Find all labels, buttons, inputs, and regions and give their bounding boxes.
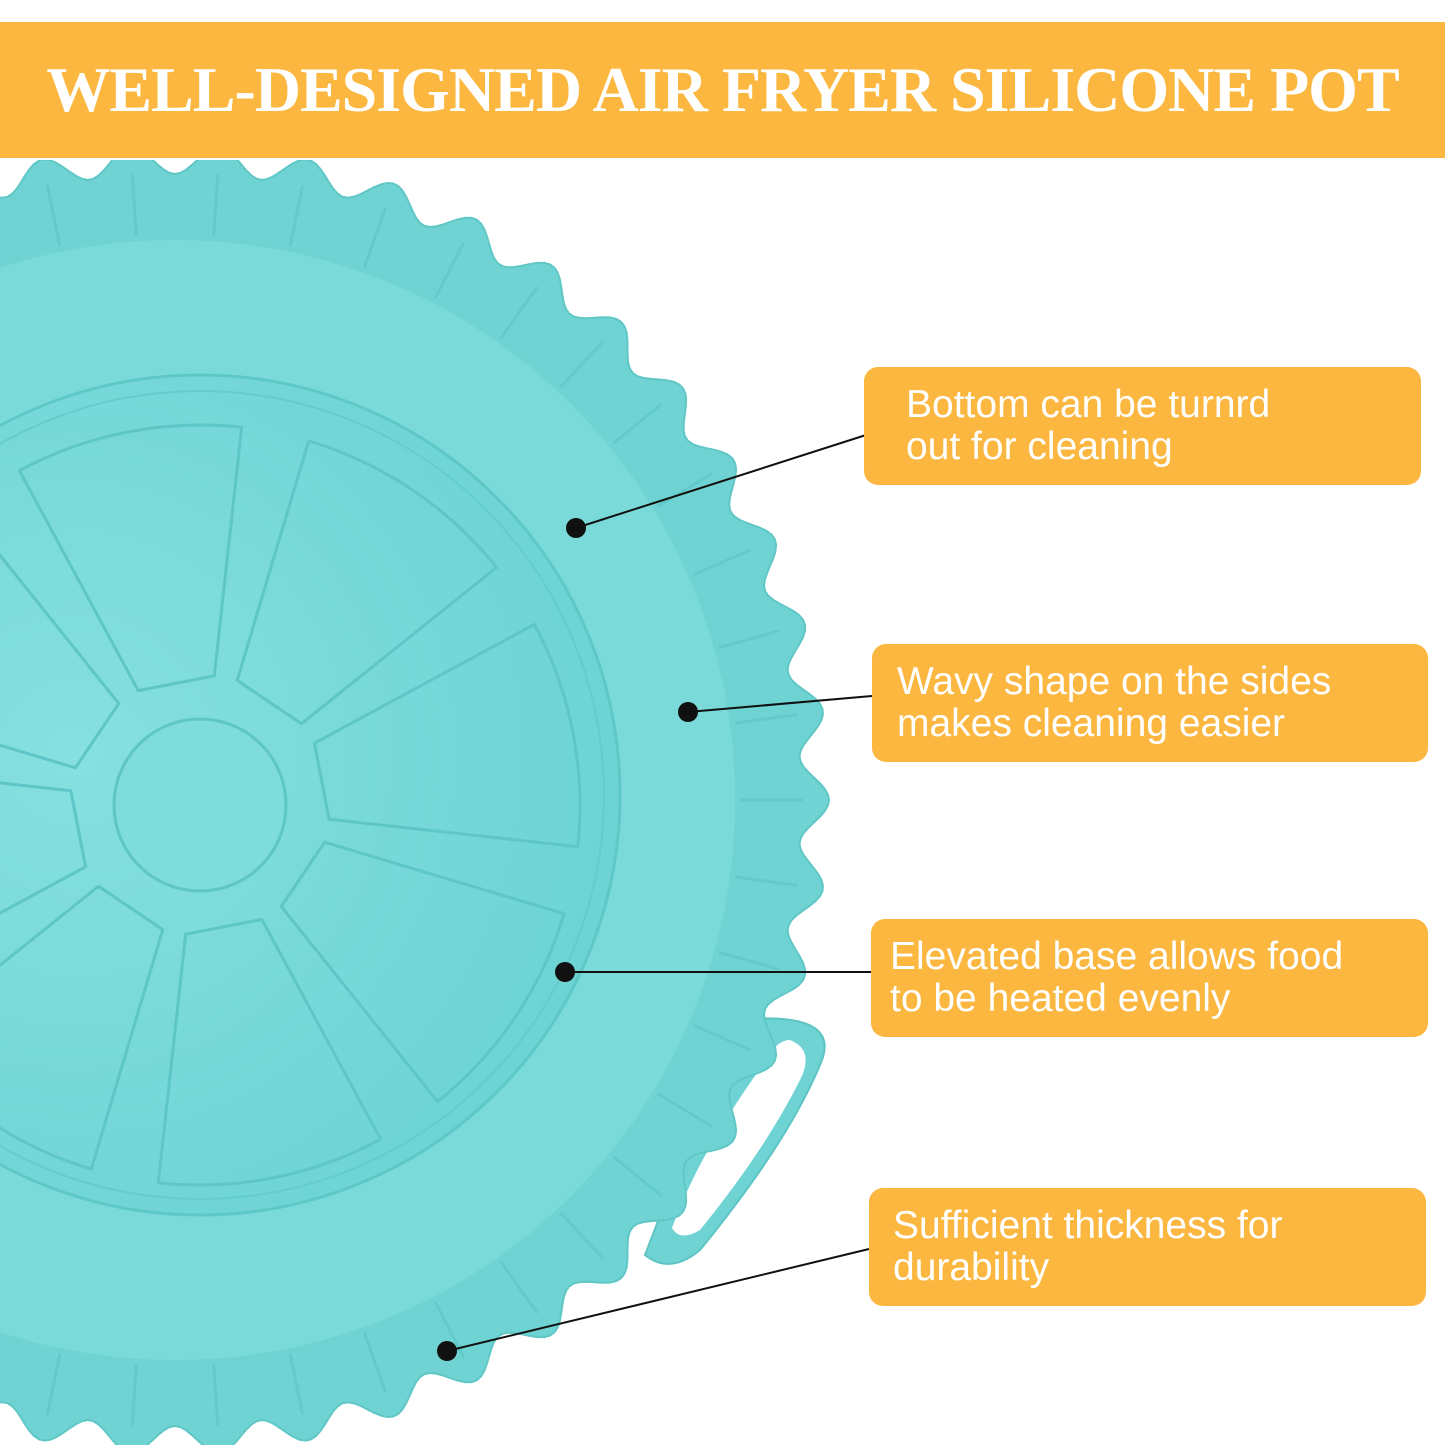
wall-rib [212, 173, 220, 237]
handle-icon [643, 1017, 826, 1265]
wall-rib [692, 1023, 752, 1052]
base-segment [235, 439, 499, 726]
wall-rib [718, 629, 781, 650]
wall-rib [45, 184, 62, 248]
callout-line: to be heated evenly [890, 977, 1231, 1020]
callout-dot [437, 1341, 457, 1361]
callout-line: durability [893, 1246, 1050, 1289]
wall-rib [499, 1260, 539, 1314]
callout-elevated-base: Elevated base allows food to be heated e… [871, 919, 1428, 1037]
wall-rib [559, 1211, 605, 1261]
banner-title: WELL-DESIGNED AIR FRYER SILICONE POT [46, 54, 1399, 125]
base-segment [312, 622, 582, 849]
callout-line: out for cleaning [906, 425, 1173, 468]
callout-dot [555, 962, 575, 982]
wall-rib [656, 472, 713, 508]
callout-line: Bottom can be turnrd [906, 383, 1271, 426]
wall-rib [130, 173, 138, 237]
callout-thickness: Sufficient thickness for durability [869, 1188, 1426, 1306]
wall-rib [212, 1363, 220, 1427]
callout-line: makes cleaning easier [897, 702, 1286, 745]
wall-rib [692, 548, 752, 577]
callout-bottom-removable: Bottom can be turnrd out for cleaning [864, 367, 1421, 485]
wall-rib [718, 950, 781, 971]
wall-rib [288, 1352, 305, 1416]
callout-line: Sufficient thickness for [893, 1204, 1283, 1247]
wall-rib [288, 184, 305, 248]
wall-rib [362, 207, 387, 269]
wall-rib [612, 402, 664, 445]
wall-rib [130, 1363, 138, 1427]
base-segment [156, 917, 383, 1187]
callout-line: Elevated base allows food [890, 935, 1344, 978]
callout-wavy-shape: Wavy shape on the sides makes cleaning e… [872, 644, 1428, 762]
wall-rib [734, 875, 798, 887]
callout-dot [678, 702, 698, 722]
wall-rib [362, 1331, 387, 1393]
callout-line: Wavy shape on the sides [897, 660, 1332, 703]
title-banner: WELL-DESIGNED AIR FRYER SILICONE POT [0, 22, 1445, 158]
wall-rib [433, 241, 466, 299]
callout-dot [566, 518, 586, 538]
wall-rib [734, 713, 798, 725]
wall-rib [656, 1092, 713, 1128]
leader-lines [437, 434, 873, 1361]
wall-rib [45, 1352, 62, 1416]
wall-rib [612, 1155, 664, 1198]
base-segment [0, 884, 165, 1171]
base-segment [17, 423, 244, 693]
wall-rib [499, 286, 539, 340]
wall-rib [559, 339, 605, 389]
base-segment [279, 840, 566, 1104]
